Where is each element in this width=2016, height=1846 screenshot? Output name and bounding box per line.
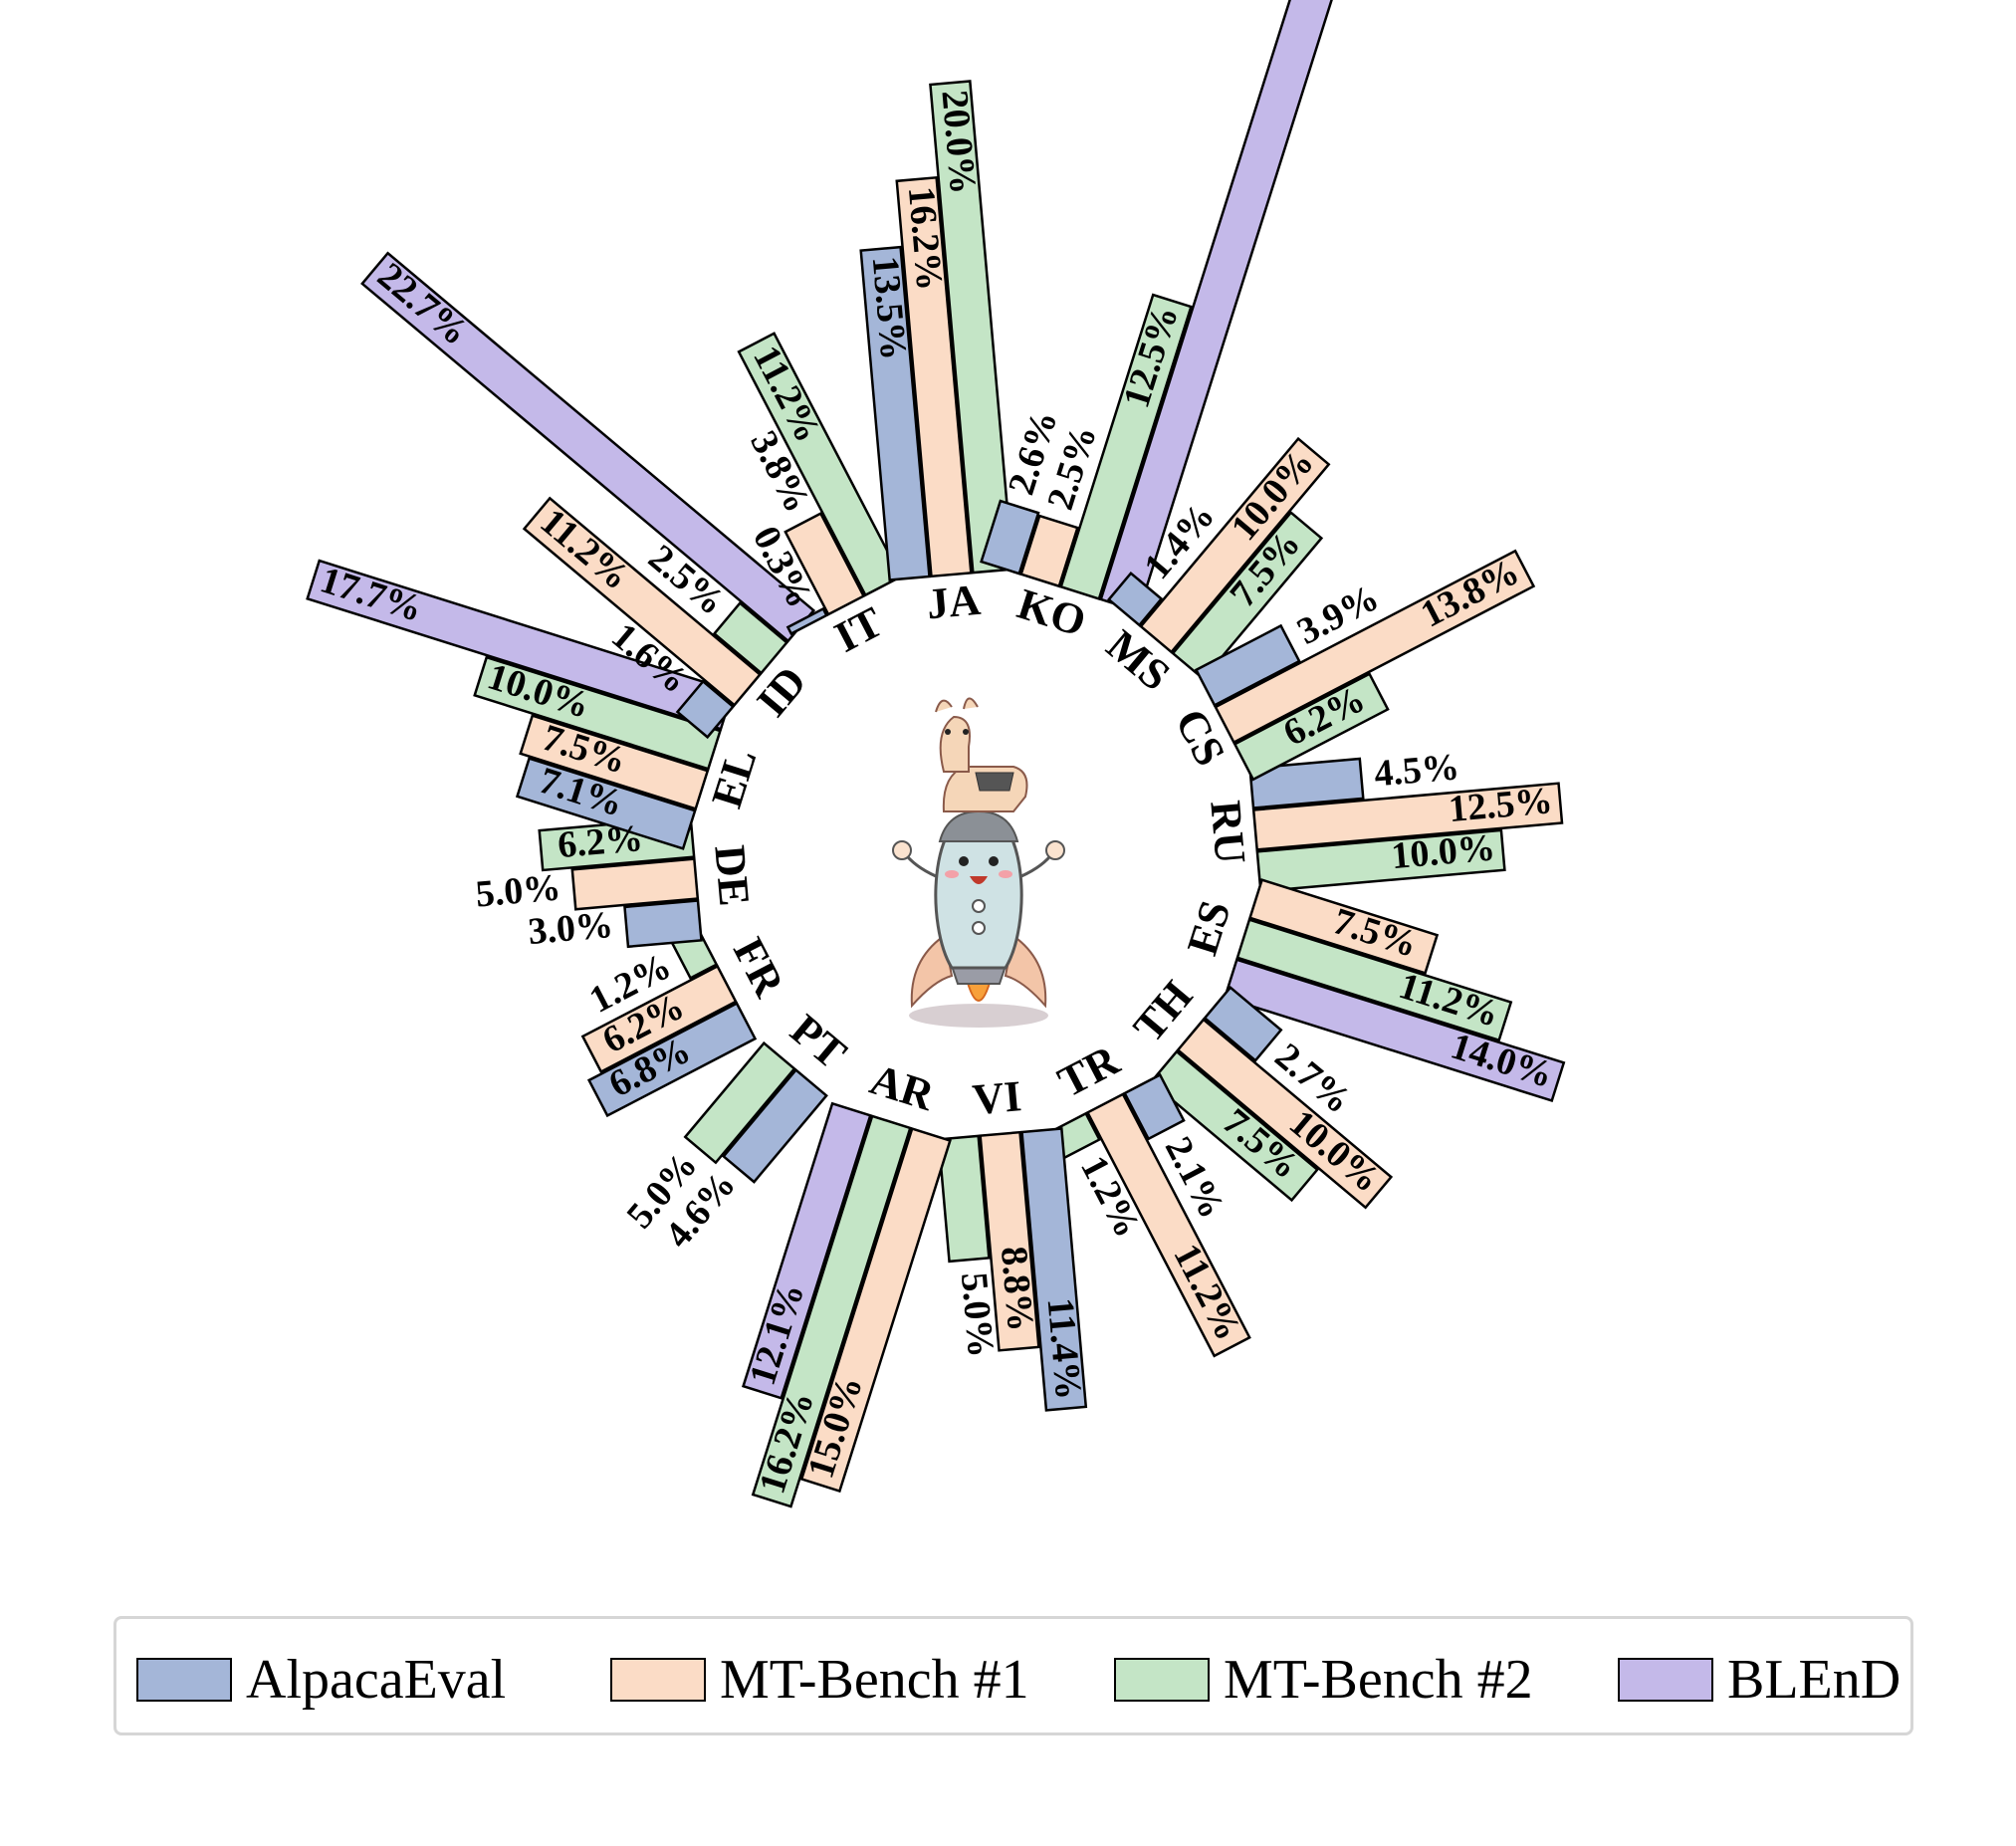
value-label-ja-mt-bench-2: 20.0% [933, 89, 984, 196]
legend-item-blend: BLEnD [1618, 1649, 1902, 1711]
value-label-ru-mt-bench-2: 10.0% [1390, 826, 1497, 877]
bar-fr-alpacaeval [586, 1002, 758, 1118]
bar-ru-alpacaeval [1248, 757, 1365, 809]
value-label-ja-mt-bench-1: 16.2% [900, 185, 951, 293]
bar-el-mt-bench-2 [473, 655, 722, 771]
bar-el-mt-bench-1 [519, 714, 710, 810]
legend-label: AlpacaEval [246, 1649, 507, 1711]
category-label-ru: RU [1201, 799, 1254, 866]
bar-tr-mt-bench-1 [1085, 1092, 1251, 1358]
bar-it-mt-bench-1 [784, 512, 866, 616]
legend-swatch [1618, 1658, 1713, 1702]
value-label-vi-mt-bench-1: 8.8% [993, 1245, 1041, 1333]
bar-ru-mt-bench-2 [1255, 828, 1506, 893]
legend-swatch [136, 1658, 232, 1702]
legend-label: BLEnD [1727, 1649, 1902, 1711]
value-label-ru-alpacaeval: 4.5% [1373, 746, 1461, 795]
value-label-ru-mt-bench-1: 12.5% [1447, 780, 1554, 830]
bar-de-mt-bench-1 [570, 857, 700, 911]
category-label-ja: JA [925, 576, 983, 629]
bar-vi-mt-bench-2 [937, 1134, 991, 1264]
bar-ms-mt-bench-2 [1171, 511, 1324, 681]
bar-pt-mt-bench-2 [683, 1040, 796, 1165]
value-label-de-mt-bench-1: 5.0% [474, 866, 562, 915]
value-label-de-mt-bench-2: 6.2% [557, 817, 645, 866]
value-label-cs-mt-bench-1: 13.8% [1414, 551, 1525, 636]
rocket-mascot-icon [892, 697, 1065, 1028]
bar-el-alpacaeval [515, 757, 697, 850]
bar-cs-mt-bench-2 [1232, 672, 1390, 782]
category-label-vi: VI [971, 1071, 1023, 1124]
legend-swatch [1114, 1658, 1210, 1702]
legend-item-mt-bench-1: MT-Bench #1 [610, 1649, 1029, 1711]
bar-ja-mt-bench-1 [895, 175, 973, 578]
bar-vi-alpacaeval [1020, 1127, 1088, 1412]
bars-layer [306, 0, 1566, 1508]
legend-item-mt-bench-2: MT-Bench #2 [1114, 1649, 1533, 1711]
bar-tr-alpacaeval [1123, 1072, 1186, 1141]
value-label-it-mt-bench-2: 11.2% [745, 340, 829, 449]
bar-ar-blend [741, 1101, 872, 1400]
bar-es-mt-bench-2 [1235, 918, 1513, 1042]
legend-swatch [610, 1658, 706, 1702]
bar-ko-mt-bench-2 [1059, 293, 1193, 600]
value-label-de-alpacaeval: 3.0% [527, 904, 615, 953]
bar-fr-mt-bench-1 [580, 964, 738, 1074]
bar-cs-alpacaeval [1194, 623, 1301, 707]
value-label-ja-alpacaeval: 13.5% [864, 255, 915, 362]
bar-ms-alpacaeval [1107, 571, 1164, 627]
bar-it-mt-bench-2 [737, 332, 903, 597]
bar-ar-mt-bench-1 [799, 1126, 952, 1494]
legend-label: MT-Bench #2 [1224, 1649, 1533, 1711]
bar-ru-mt-bench-1 [1251, 782, 1564, 851]
bar-id-mt-bench-2 [712, 601, 789, 675]
bar-es-blend [1223, 958, 1566, 1103]
bar-ko-mt-bench-1 [1019, 514, 1079, 588]
bar-it-alpacaeval [785, 606, 828, 636]
bar-vi-mt-bench-1 [979, 1130, 1040, 1352]
legend-item-alpacaeval: AlpacaEval [136, 1649, 507, 1711]
bar-th-mt-bench-2 [1149, 1049, 1319, 1203]
bar-ms-mt-bench-1 [1139, 436, 1331, 654]
value-label-tr-mt-bench-1: 11.2% [1165, 1238, 1249, 1347]
bar-cs-mt-bench-1 [1214, 549, 1536, 745]
value-label-vi-mt-bench-2: 5.0% [953, 1270, 1002, 1359]
bar-ja-mt-bench-2 [929, 80, 1014, 575]
bar-pt-alpacaeval [722, 1067, 828, 1184]
bar-de-alpacaeval [623, 899, 703, 949]
bar-th-alpacaeval [1203, 986, 1283, 1062]
bar-ar-mt-bench-2 [751, 1114, 912, 1508]
bar-id-alpacaeval [675, 679, 736, 740]
bar-th-mt-bench-1 [1176, 1018, 1394, 1210]
chart-legend: AlpacaEval MT-Bench #1 MT-Bench #2 BLEnD [113, 1616, 1913, 1735]
category-label-de: DE [705, 843, 759, 908]
bar-ja-alpacaeval [859, 245, 931, 581]
legend-label: MT-Bench #1 [720, 1649, 1029, 1711]
bar-es-mt-bench-1 [1247, 878, 1440, 975]
value-label-vi-alpacaeval: 11.4% [1039, 1296, 1090, 1402]
bar-id-mt-bench-1 [522, 496, 763, 707]
bar-ko-alpacaeval [980, 499, 1040, 576]
